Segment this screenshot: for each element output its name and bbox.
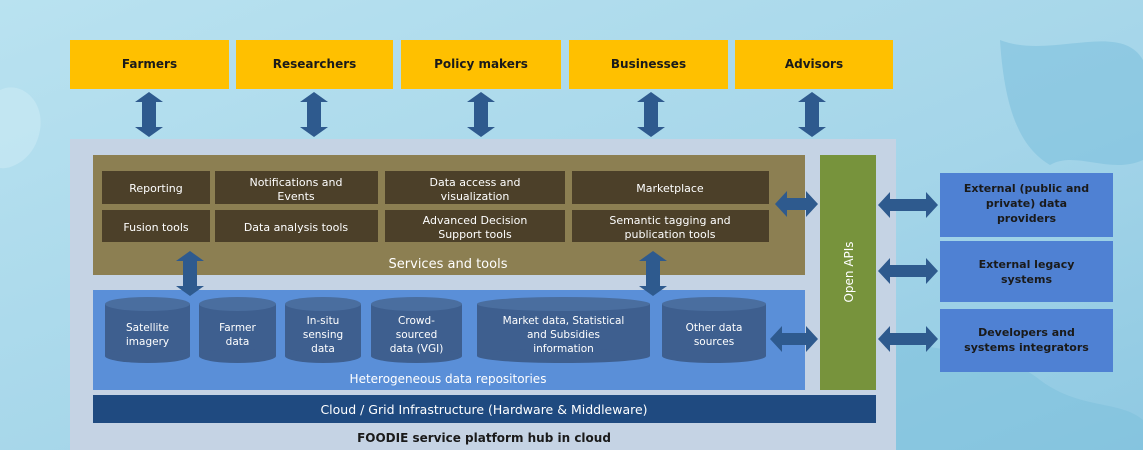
map-landmass-left bbox=[0, 87, 41, 169]
user-policy-makers[interactable]: Policy makers bbox=[401, 40, 561, 89]
user-farmers[interactable]: Farmers bbox=[70, 40, 229, 89]
arrow-researchers bbox=[300, 92, 328, 137]
arrow-repos-openapis bbox=[770, 326, 818, 352]
arrow-businesses bbox=[637, 92, 665, 137]
arrow-services-openapis bbox=[775, 191, 818, 217]
user-label: Policy makers bbox=[434, 57, 528, 71]
tool-label: Fusion tools bbox=[123, 221, 189, 234]
arrow-farmers bbox=[135, 92, 163, 137]
tool-fusion-tools[interactable]: Fusion tools bbox=[102, 210, 210, 242]
arrow-services-repos-right bbox=[639, 251, 667, 296]
map-landmass-right bbox=[1000, 40, 1143, 165]
repositories-title: Heterogeneous data repositories bbox=[350, 372, 547, 386]
tool-label: Data analysis tools bbox=[244, 221, 349, 234]
platform-label: FOODIE service platform hub in cloud bbox=[357, 431, 611, 445]
tool-marketplace[interactable]: Marketplace bbox=[572, 171, 769, 204]
user-researchers[interactable]: Researchers bbox=[236, 40, 393, 89]
tool-data-analysis-tools[interactable]: Data analysis tools bbox=[215, 210, 378, 242]
services-title: Services and tools bbox=[389, 257, 508, 272]
open-apis-column[interactable]: Open APIs bbox=[820, 155, 876, 390]
cloud-infrastructure-bar: Cloud / Grid Infrastructure (Hardware & … bbox=[93, 395, 876, 423]
user-advisors[interactable]: Advisors bbox=[735, 40, 893, 89]
user-label: Farmers bbox=[122, 57, 177, 71]
cloud-label: Cloud / Grid Infrastructure (Hardware & … bbox=[320, 402, 647, 417]
tool-label: Marketplace bbox=[636, 182, 704, 195]
connector-arrows bbox=[135, 92, 938, 352]
user-label: Businesses bbox=[611, 57, 686, 71]
arrow-openapis-legacy bbox=[878, 258, 938, 284]
arrow-services-repos-left bbox=[176, 251, 204, 296]
arrow-openapis-providers bbox=[878, 192, 938, 218]
arrow-policy-makers bbox=[467, 92, 495, 137]
open-apis-label: Open APIs bbox=[842, 241, 856, 302]
arrow-advisors bbox=[798, 92, 826, 137]
arrow-openapis-developers bbox=[878, 326, 938, 352]
tool-label: Reporting bbox=[129, 182, 182, 195]
tool-reporting[interactable]: Reporting bbox=[102, 171, 210, 204]
user-businesses[interactable]: Businesses bbox=[569, 40, 728, 89]
user-label: Advisors bbox=[785, 57, 843, 71]
user-label: Researchers bbox=[273, 57, 357, 71]
